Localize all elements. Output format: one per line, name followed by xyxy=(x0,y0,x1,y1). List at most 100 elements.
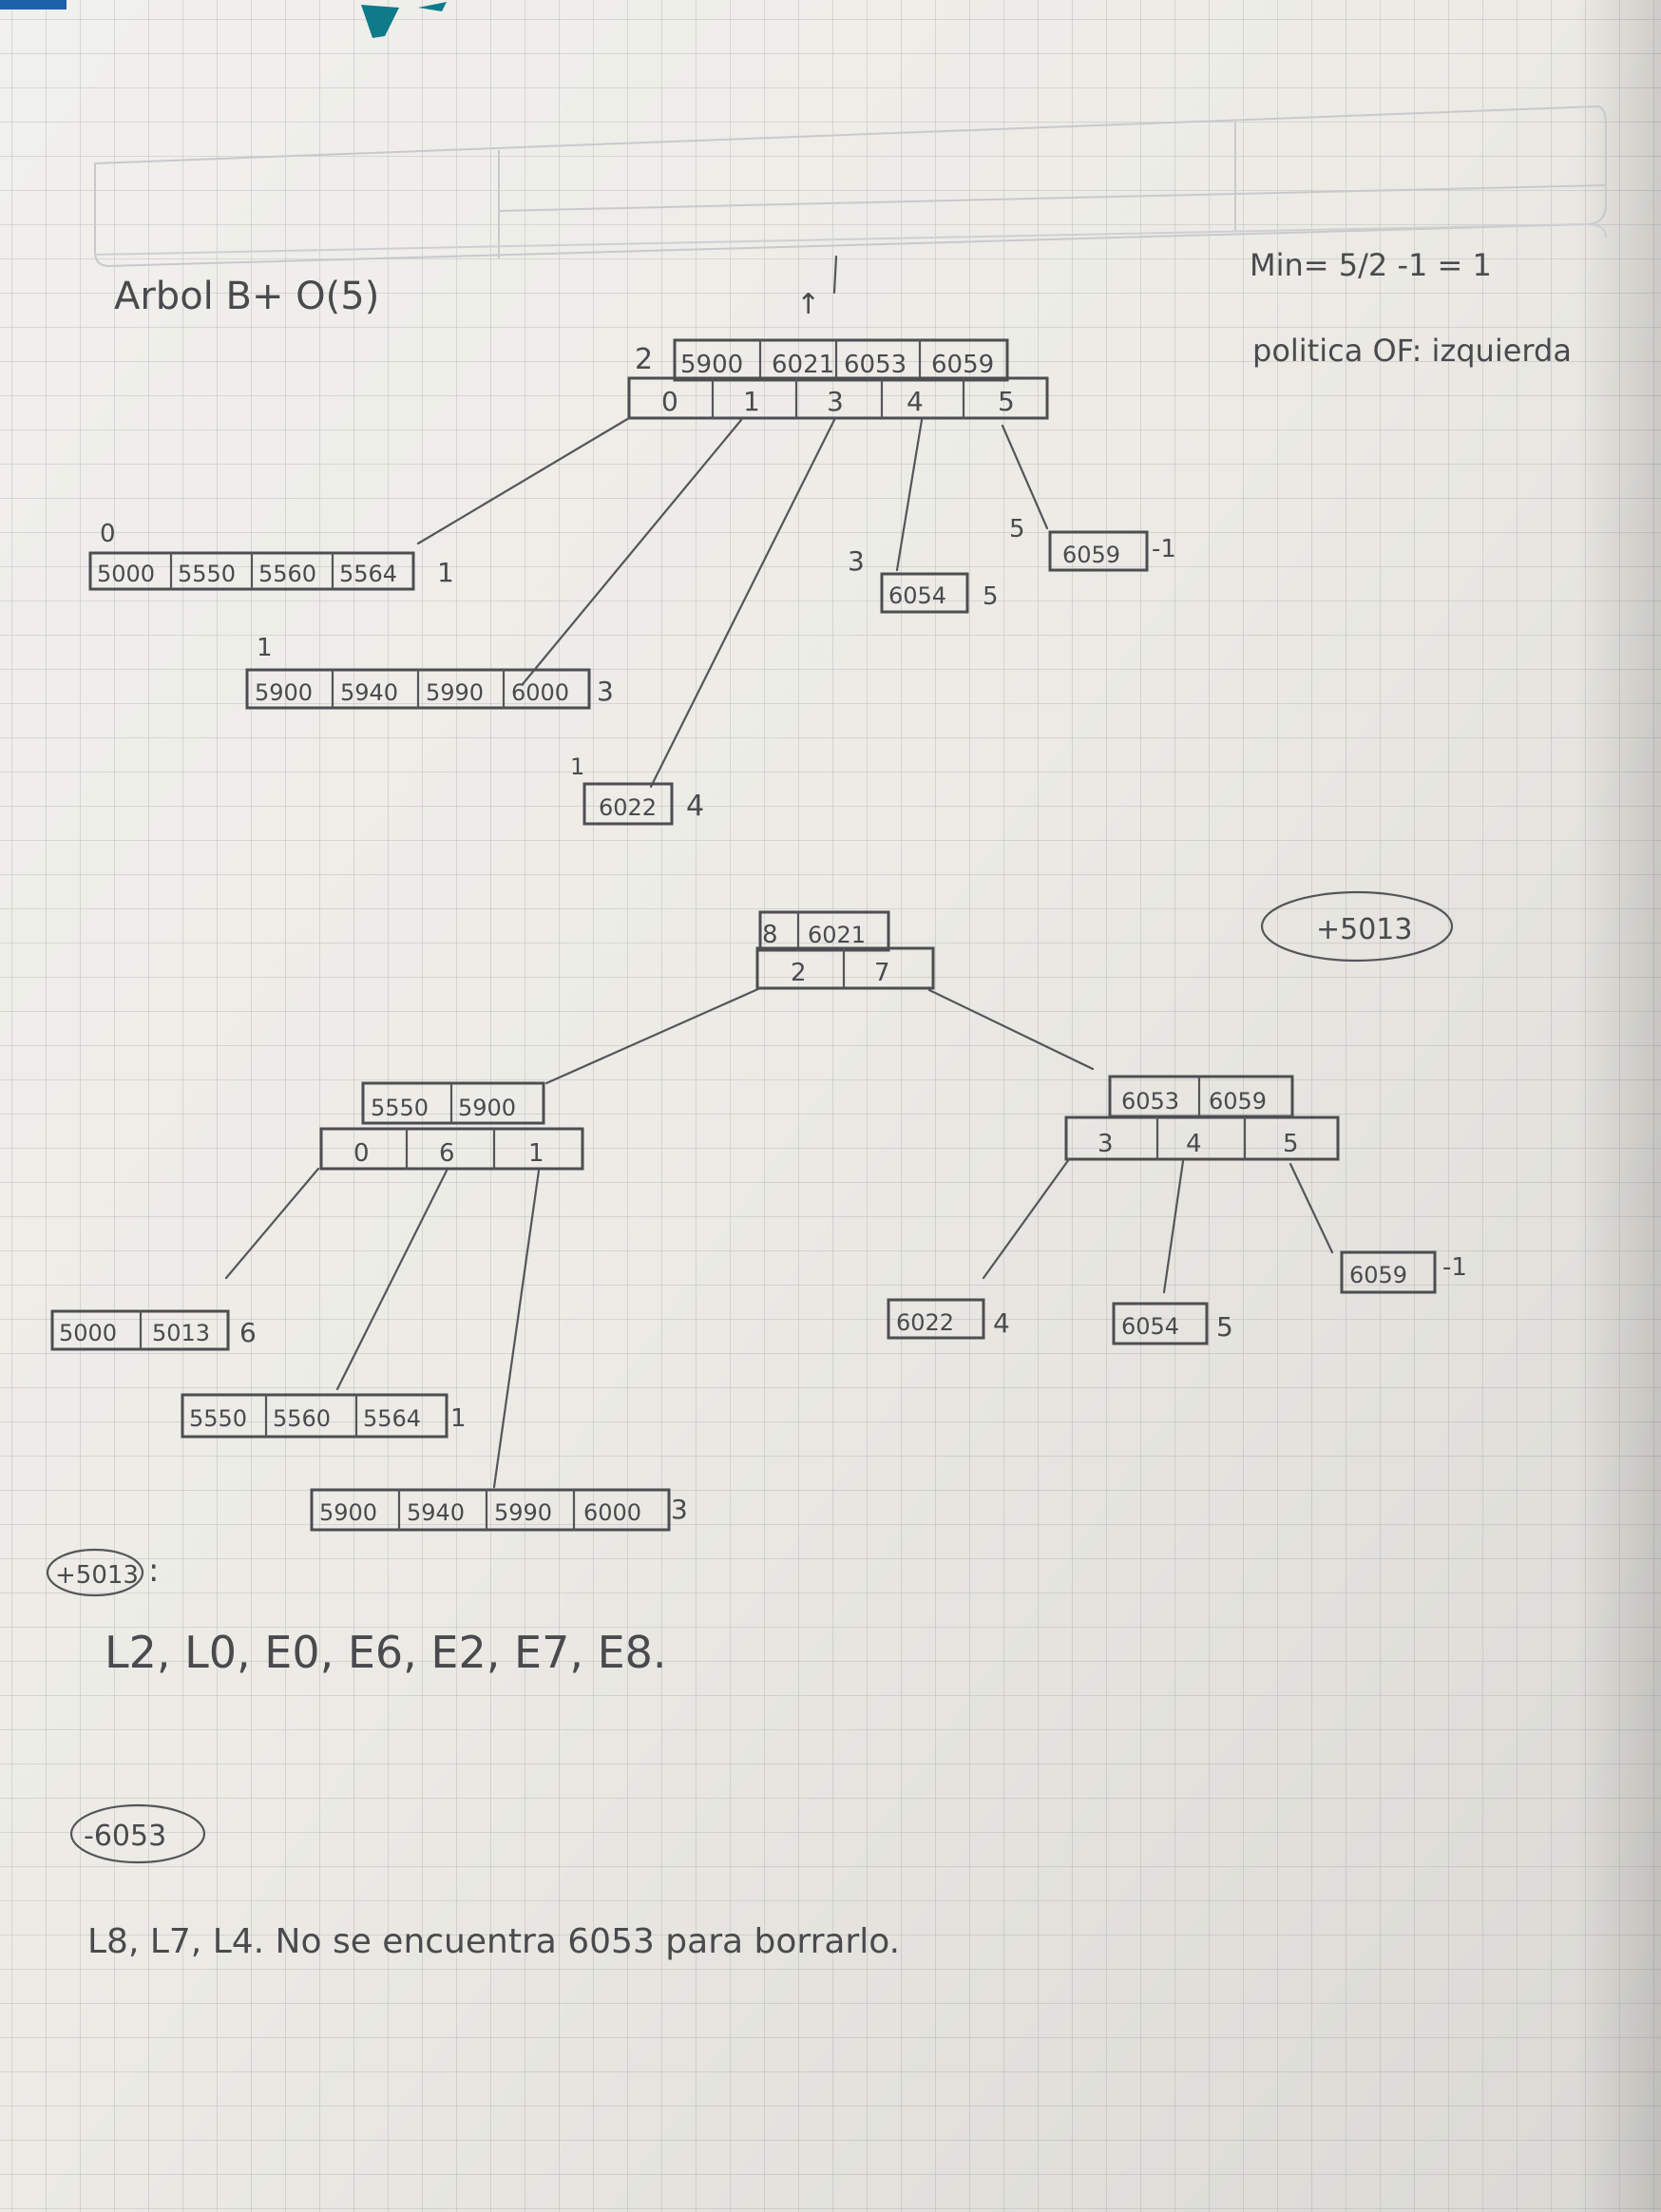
root-pointer: 1 xyxy=(743,386,760,417)
leaf-key: 5560 xyxy=(273,1405,331,1432)
node-pointer: 5 xyxy=(1283,1130,1299,1158)
node-pointer: 3 xyxy=(1098,1130,1114,1158)
edge xyxy=(649,418,836,789)
edge xyxy=(416,416,631,545)
leaf-id: 1 xyxy=(570,753,584,780)
leaf-key: 6059 xyxy=(1062,542,1120,568)
leaf-key: 6054 xyxy=(888,582,946,609)
leaf-node: 5 6059 -1 xyxy=(1009,515,1176,572)
leaf-key: 5900 xyxy=(255,679,313,706)
leaf-node: 6022 4 xyxy=(887,1298,1010,1340)
operation-label: -6053 xyxy=(84,1820,166,1853)
leaf-next: -1 xyxy=(1152,535,1176,563)
leaf-key: 5564 xyxy=(339,561,397,587)
root-node-after: 8 6021 2 7 xyxy=(755,910,935,990)
operation-colon: : xyxy=(148,1552,159,1590)
node-pointer: 1 xyxy=(528,1139,544,1168)
root-pointer: 2 xyxy=(791,959,807,987)
root-level: 8 xyxy=(762,921,778,949)
policy-note: politica OF: izquierda xyxy=(1252,333,1572,369)
leaf-next: 3 xyxy=(597,676,614,707)
leaf-next: 1 xyxy=(437,557,454,588)
notebook-header-box xyxy=(94,105,1607,268)
leaf-node: 5550 5560 5564 1 xyxy=(181,1393,467,1439)
tree-after: +5013 8 6021 2 7 5550 5900 0 6 1 xyxy=(50,890,1467,1532)
leaf-id: 3 xyxy=(848,545,865,577)
leaf-node: 1 6022 4 xyxy=(570,753,704,826)
root-pointer: 0 xyxy=(661,386,678,417)
root-key: 5900 xyxy=(680,351,743,379)
internal-node-right: 6053 6059 3 4 5 xyxy=(1064,1075,1340,1161)
tree-before: ↑ 2 5900 6021 6053 6059 0 1 3 4 5 xyxy=(88,255,1176,826)
root-pointer: 3 xyxy=(827,386,844,417)
leaf-key: 5564 xyxy=(363,1405,421,1432)
leaf-key: 5000 xyxy=(97,561,155,587)
operation-steps: L2, L0, E0, E6, E2, E7, E8. xyxy=(105,1627,667,1678)
operation-label: +5013 xyxy=(55,1561,139,1590)
leaf-node: 1 5900 5940 5990 6000 3 xyxy=(245,634,614,710)
leaf-id: 5 xyxy=(1009,515,1025,543)
up-arrow: ↑ xyxy=(796,288,820,321)
leaf-key: 6000 xyxy=(583,1499,641,1526)
leaf-node: 6059 -1 xyxy=(1340,1250,1467,1294)
leaf-node: 0 5000 5550 5560 5564 1 xyxy=(88,520,454,591)
node-key: 6059 xyxy=(1209,1088,1267,1115)
leaf-key: 5560 xyxy=(258,561,316,587)
edge xyxy=(521,418,743,686)
operation-insert: +5013 : L2, L0, E0, E6, E2, E7, E8. xyxy=(46,1548,667,1678)
root-key: 6053 xyxy=(844,351,907,379)
leaf-node: 6054 5 xyxy=(1112,1302,1233,1345)
ink-marks xyxy=(0,0,447,38)
edge xyxy=(1001,424,1049,530)
leaf-key: 6054 xyxy=(1121,1313,1179,1340)
page-title: Arbol B+ O(5) xyxy=(114,275,379,318)
leaf-key: 5900 xyxy=(319,1499,377,1526)
page-edge-shadow xyxy=(1575,0,1661,2212)
root-pointer: 7 xyxy=(874,959,890,987)
operation-steps: L8, L7, L4. No se encuentra 6053 para bo… xyxy=(87,1922,900,1961)
insert-label-text: +5013 xyxy=(1316,913,1412,946)
root-key: 6021 xyxy=(772,351,834,379)
node-pointer: 0 xyxy=(353,1139,370,1168)
insert-label: +5013 xyxy=(1260,890,1454,963)
leaf-next: 4 xyxy=(686,790,704,823)
node-pointer: 6 xyxy=(439,1139,455,1168)
root-key: 6059 xyxy=(931,351,994,379)
leaf-key: 6022 xyxy=(896,1309,954,1336)
edge xyxy=(895,418,924,572)
leaf-next: 1 xyxy=(450,1404,467,1433)
internal-node-left: 5550 5900 0 6 1 xyxy=(319,1081,584,1171)
leaf-key: 5990 xyxy=(494,1499,552,1526)
leaf-key: 5990 xyxy=(426,679,484,706)
operation-delete: -6053 L8, L7, L4. No se encuentra 6053 p… xyxy=(69,1803,900,1961)
leaf-node: 5900 5940 5990 6000 3 xyxy=(310,1488,688,1532)
leaf-key: 5013 xyxy=(152,1320,210,1346)
node-key: 5900 xyxy=(458,1095,516,1121)
leaf-key: 6059 xyxy=(1349,1262,1407,1288)
leaf-next: 5 xyxy=(1216,1311,1233,1343)
root-key: 6021 xyxy=(808,922,866,948)
leaf-next: 6 xyxy=(239,1317,257,1348)
leaf-next: 3 xyxy=(671,1494,688,1525)
node-key: 5550 xyxy=(371,1095,429,1121)
leaf-id: 1 xyxy=(257,634,273,662)
leaf-key: 5550 xyxy=(178,561,236,587)
node-pointer: 4 xyxy=(1186,1130,1202,1158)
node-key: 6053 xyxy=(1121,1088,1179,1115)
leaf-next: 4 xyxy=(993,1307,1010,1339)
leaf-key: 5000 xyxy=(59,1320,117,1346)
leaf-key: 5940 xyxy=(407,1499,465,1526)
leaf-key: 6022 xyxy=(599,794,657,821)
root-level: 2 xyxy=(635,343,653,376)
root-pointer: 5 xyxy=(998,386,1015,417)
leaf-key: 5550 xyxy=(189,1405,247,1432)
leaf-next: 5 xyxy=(983,582,999,611)
leaf-id: 0 xyxy=(100,520,116,548)
leaf-node: 3 6054 5 xyxy=(848,545,999,614)
leaf-key: 5940 xyxy=(340,679,398,706)
leaf-next: -1 xyxy=(1442,1253,1467,1282)
leaf-node: 5000 5013 6 xyxy=(50,1309,257,1351)
root-node-before: 2 5900 6021 6053 6059 0 1 3 4 5 xyxy=(627,338,1049,420)
